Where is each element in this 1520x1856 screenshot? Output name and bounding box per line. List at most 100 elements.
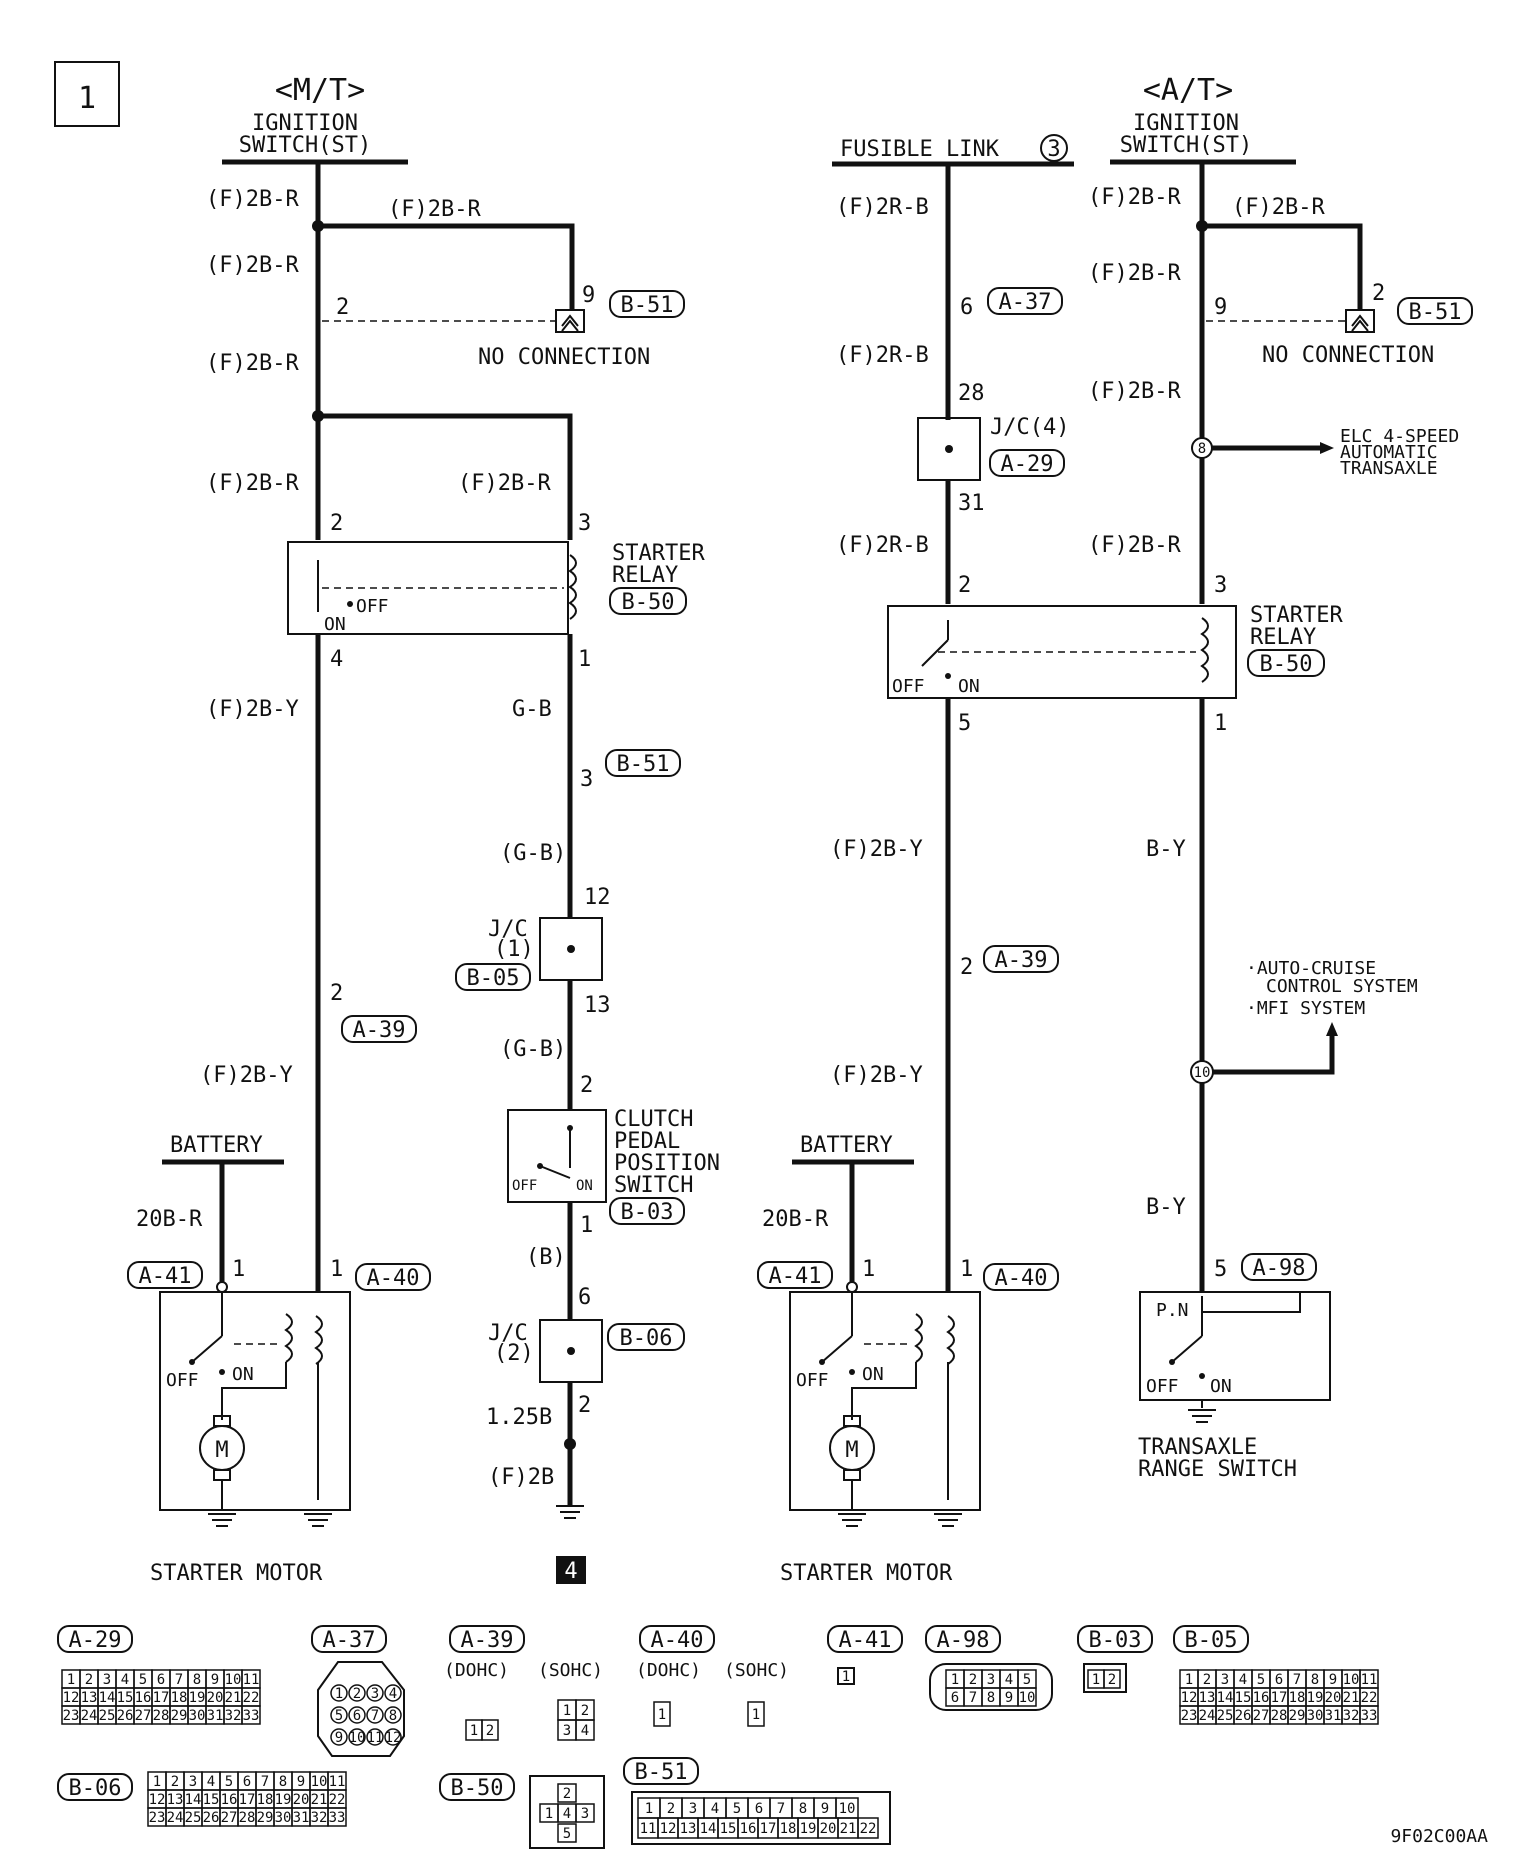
grid-b51-1-pin: 1: [645, 1801, 653, 1817]
at-trs-pn: P.N: [1156, 1300, 1189, 1321]
at-motor-brush-1: [843, 1415, 861, 1427]
mt-jc2-label-1: J/C: [488, 1321, 528, 1346]
grid-b05-26-pin: 26: [1235, 1708, 1252, 1724]
legend-a98-tag-box: [925, 1625, 1001, 1653]
grid-a37-10-cavity: [348, 1728, 366, 1746]
mt-clutch-label-1: CLUTCH: [614, 1107, 693, 1132]
at-trs-on-contact: [1199, 1373, 1205, 1379]
grid-b06-16-pin: 16: [221, 1792, 238, 1808]
at-ground-icon-1: [838, 1513, 866, 1527]
mt-wire-label-f2b: (F)2B: [488, 1465, 554, 1490]
mt-wire-label-3: (F)2B-R: [206, 351, 299, 376]
legend-b51-shell: [631, 1791, 891, 1845]
grid-b51-22-pin: 22: [860, 1821, 877, 1837]
mt-ground-icon-center: [556, 1505, 584, 1519]
grid-a37-6-cavity: [348, 1706, 366, 1724]
grid-b51-13-pin: 13: [680, 1821, 697, 1837]
grid-b05-11-pin: 11: [1361, 1672, 1378, 1688]
grid-a29-32-pin: 32: [225, 1708, 242, 1724]
grid-b05-6-pin: 6: [1275, 1672, 1283, 1688]
at-fusible-no: 3: [1047, 137, 1060, 162]
grid-a37-3-pin: 3: [371, 1686, 379, 1702]
mt-ground-icon-2: [304, 1513, 332, 1527]
legend-a37-tag-box: [311, 1625, 387, 1653]
grid-b05-33-pin: 33: [1361, 1708, 1378, 1724]
mt-starter-relay-box: [287, 541, 569, 635]
mt-sm-coil-2-icon: [314, 1315, 323, 1365]
mt-b06-tag: B-06: [620, 1326, 673, 1351]
grid-a29-17-pin: 17: [153, 1690, 170, 1706]
legend-a39-tag-box: [449, 1625, 525, 1653]
mt-jc1-label-1: J/C: [488, 917, 528, 942]
mt-splice-ground: [564, 1438, 576, 1450]
mt-clutch-off: OFF: [512, 1178, 537, 1194]
mt-a40-tag: A-40: [367, 1266, 420, 1291]
at-cruise-wire: [1213, 1036, 1335, 1075]
mt-b03-tag-box: [609, 1197, 685, 1225]
at-a41-terminal: [846, 1281, 858, 1293]
grid-b06-23-pin: 23: [149, 1810, 166, 1826]
mt-a41-tag: A-41: [139, 1264, 192, 1289]
legend-a37-tag: A-37: [323, 1628, 376, 1653]
at-trs-on: ON: [1210, 1376, 1232, 1397]
grid-b50-3-cavity: [575, 1803, 595, 1823]
grid-b05-18-pin: 18: [1289, 1690, 1306, 1706]
grid-b50-4-pin: 4: [563, 1806, 571, 1822]
grid-b05-28-pin: 28: [1271, 1708, 1288, 1724]
grid-a29-11-pin: 11: [243, 1672, 260, 1688]
mt-sm-on-contact: [219, 1369, 225, 1375]
grid-b51-22-cavity: [857, 1817, 879, 1839]
grid-a98-10-cavity: [1017, 1687, 1037, 1707]
grid-b05-3-pin: 3: [1221, 1672, 1229, 1688]
grid-a29-1-pin: 1: [67, 1672, 75, 1688]
grid-a98-8-pin: 8: [987, 1690, 995, 1706]
mt-wire-label-coil: (F)2B-R: [458, 471, 551, 496]
mt-relay-coil-icon: [568, 554, 577, 620]
legend-b51-tag: B-51: [635, 1760, 688, 1785]
grid-a29-21-pin: 21: [225, 1690, 242, 1706]
at-elc-arrow-icon: [1320, 442, 1334, 454]
grid-a29-26-pin: 26: [117, 1708, 134, 1724]
legend-b03-shell: [1083, 1663, 1127, 1693]
mt-relay-pin-1: 1: [578, 647, 591, 672]
grid-b51-19-pin: 19: [800, 1821, 817, 1837]
mt-wire-label-b: (B): [526, 1245, 566, 1270]
grid-b51-15-pin: 15: [720, 1821, 737, 1837]
legend-a40-tag: A-40: [651, 1628, 704, 1653]
at-wire-label-branch: (F)2B-R: [1232, 195, 1325, 220]
grid-b06-8-pin: 8: [279, 1774, 287, 1790]
grid-b06-19-pin: 19: [275, 1792, 292, 1808]
legend-a39-dohc: (DOHC): [444, 1660, 509, 1681]
grid-a37-7-pin: 7: [371, 1708, 379, 1724]
mt-a39-pin-2: 2: [330, 981, 343, 1006]
at-a40-pin-1: 1: [960, 1257, 973, 1282]
grid-b50-1-pin: 1: [545, 1806, 553, 1822]
grid-b06-24-pin: 24: [167, 1810, 184, 1826]
grid-b05-7-pin: 7: [1293, 1672, 1301, 1688]
mt-b51-chevron-icon: [561, 314, 579, 332]
at-relay-on-contact: [945, 673, 951, 679]
mt-b51-pin-3: 3: [580, 767, 593, 792]
grid-b06-11-pin: 11: [329, 1774, 346, 1790]
mt-clutch-on: ON: [576, 1178, 593, 1194]
at-sm-off: OFF: [796, 1370, 829, 1391]
grid-b03-2-pin: 2: [1108, 1672, 1116, 1688]
grid-b05-16-pin: 16: [1253, 1690, 1270, 1706]
grid-b50-2-cavity: [557, 1783, 577, 1803]
mt-a41-pin-1: 1: [232, 1257, 245, 1282]
grid-b51-5-pin: 5: [733, 1801, 741, 1817]
mt-pin-2-a: 2: [336, 295, 349, 320]
grid-a29-31-pin: 31: [207, 1708, 224, 1724]
grid-a29-9-pin: 9: [211, 1672, 219, 1688]
legend-a98-tag: A-98: [937, 1628, 990, 1653]
mt-relay-off: OFF: [356, 596, 389, 617]
legend-a37-shell: [317, 1661, 405, 1757]
grid-a98-6-pin: 6: [951, 1690, 959, 1706]
grid-a37-7-cavity: [366, 1706, 384, 1724]
at-a40-tag: A-40: [995, 1266, 1048, 1291]
mt-clutch-top-contact: [567, 1125, 573, 1131]
legend-b03-tag-box: [1077, 1625, 1153, 1653]
mt-wire-label-20br: 20B-R: [136, 1207, 203, 1232]
